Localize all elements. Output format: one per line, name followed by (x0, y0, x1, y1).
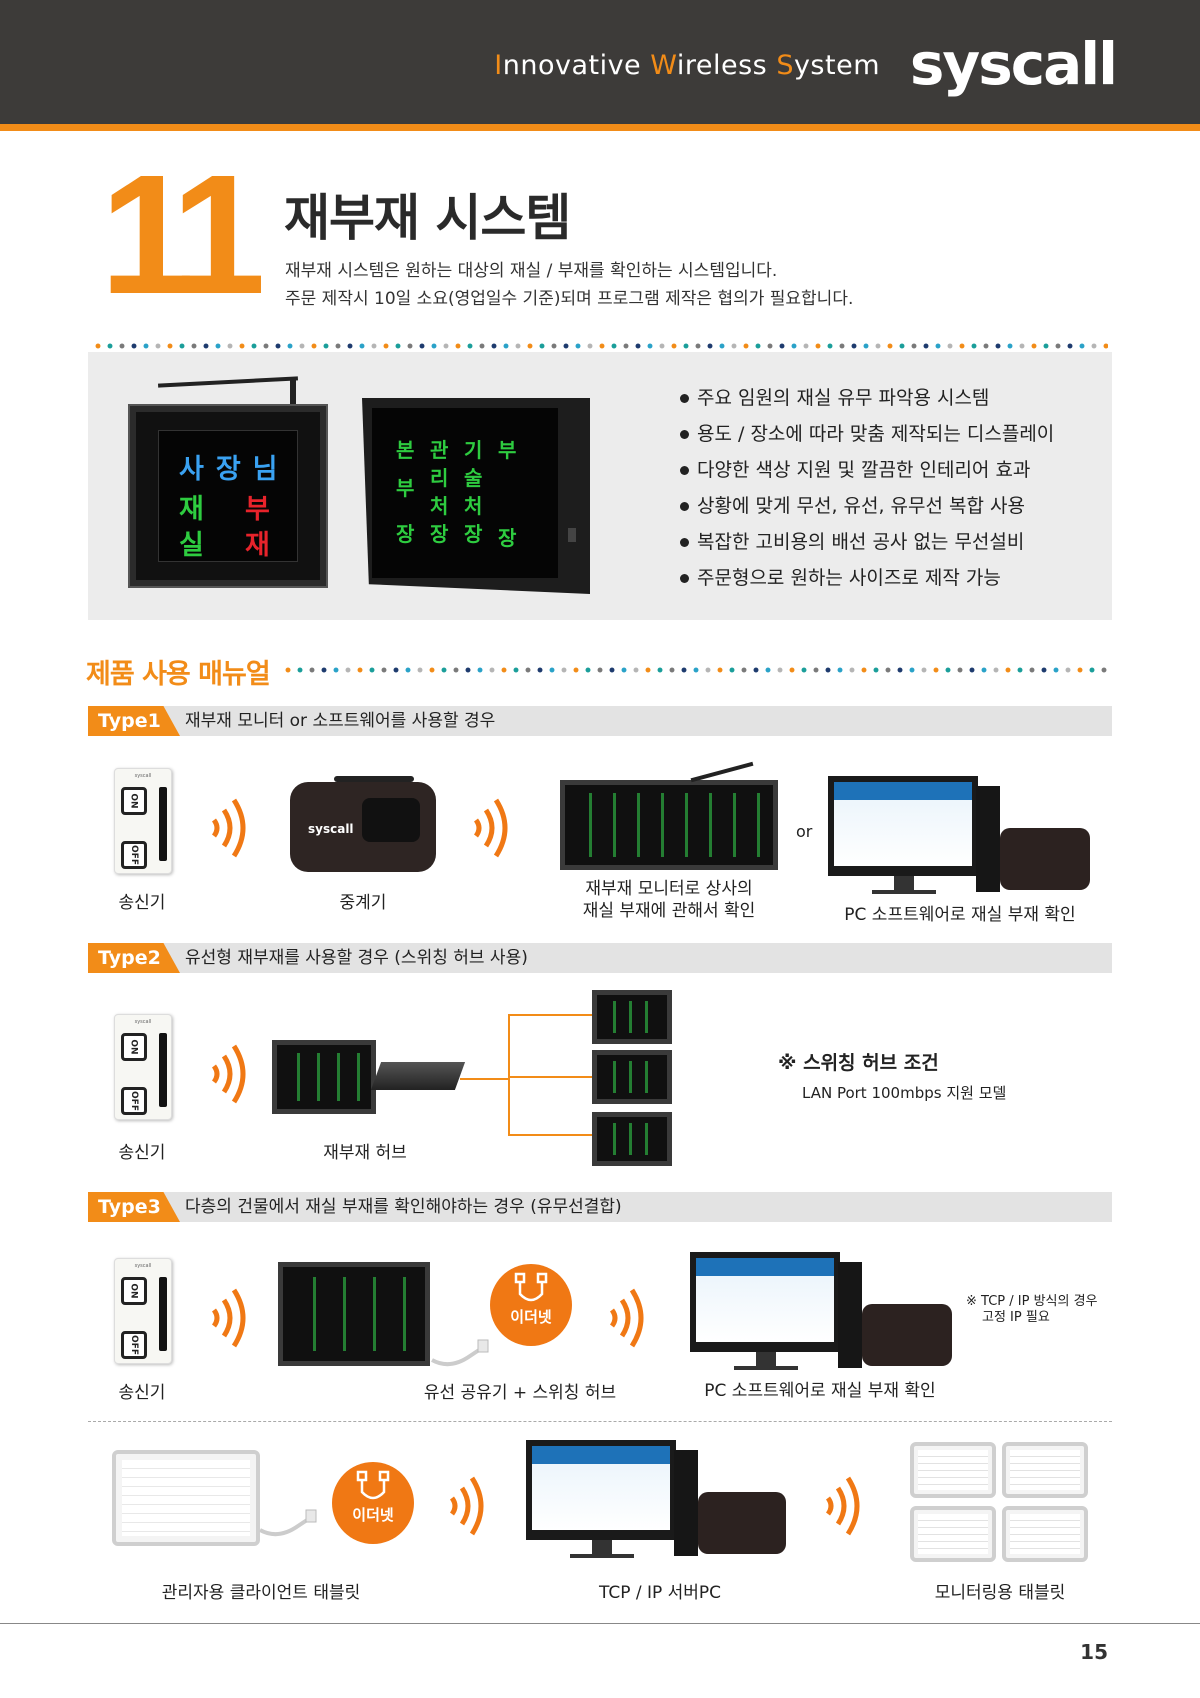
type1-bar: Type1 재부재 모니터 or 소프트웨어를 사용할 경우 (88, 706, 1112, 736)
caption-pc-software: PC 소프트웨어로 재실 부재 확인 (704, 1381, 936, 1401)
relay-device-small (1000, 828, 1090, 890)
pc-monitor (690, 1252, 840, 1352)
type2-description: 유선형 재부재를 사용할 경우 (스위칭 허브 사용) (185, 948, 528, 968)
on-button: ON (121, 1277, 147, 1305)
wireless-signal-icon (825, 1476, 860, 1536)
monitoring-tablet (1002, 1506, 1088, 1562)
feature-item: 다양한 색상 지원 및 깔끔한 인테리어 효과 (680, 452, 1054, 488)
transmitter-remote: syscall ON OFF (114, 1258, 172, 1364)
off-button: OFF (121, 1331, 147, 1359)
hub-condition-title: ※ 스위칭 허브 조건 (778, 1052, 939, 1074)
page-number: 15 (1080, 1640, 1108, 1664)
ethernet-icon (514, 1272, 548, 1302)
status-display (592, 1112, 672, 1166)
caption-server-pc: TCP / IP 서버PC (598, 1583, 722, 1603)
status-display-device: 사장님 재 부 실 재 (130, 406, 326, 586)
pc-monitor (828, 776, 978, 876)
antenna-base (290, 380, 296, 410)
type3-tag: Type3 (88, 1192, 180, 1222)
off-button: OFF (121, 841, 147, 869)
side-switch (568, 528, 576, 542)
dotted-divider (282, 666, 1108, 674)
off-button: OFF (121, 1087, 147, 1115)
section-description: 재부재 시스템은 원하는 대상의 재실 / 부재를 확인하는 시스템입니다. 주… (285, 261, 854, 309)
relay-antenna (334, 776, 414, 782)
type1-tag: Type1 (88, 706, 180, 736)
pc-tower (976, 786, 1000, 892)
status-display (592, 990, 672, 1044)
type2-bar: Type2 유선형 재부재를 사용할 경우 (스위칭 허브 사용) (88, 943, 1112, 973)
header-bar (0, 0, 1200, 124)
ethernet-badge: 이더넷 (332, 1462, 414, 1544)
feature-item: 상황에 맞게 무선, 유선, 유무선 복합 사용 (680, 488, 1054, 524)
switching-hub (370, 1062, 466, 1090)
caption-pc-software: PC 소프트웨어로 재실 부재 확인 (844, 905, 1076, 925)
on-button: ON (121, 1033, 147, 1061)
caption-wired-router: 유선 공유기 + 스위칭 허브 (423, 1383, 617, 1403)
dashed-separator (88, 1421, 1112, 1422)
status-monitor-panel (560, 780, 778, 870)
wireless-signal-icon (211, 798, 246, 858)
status-display (592, 1050, 672, 1104)
pc-tower (674, 1450, 698, 1556)
caption-relay: 중계기 (339, 893, 387, 913)
type3-description: 다층의 건물에서 재실 부재를 확인해야하는 경우 (유무선결합) (185, 1197, 622, 1217)
caption-monitor: 재부재 모니터로 상사의 재실 부재에 관해서 확인 (582, 879, 756, 921)
caption-hub: 재부재 허브 (323, 1143, 407, 1163)
feature-item: 주문형으로 원하는 사이즈로 제작 가능 (680, 560, 1054, 596)
feature-list: 주요 임원의 재실 유무 파악용 시스템 용도 / 장소에 따라 맞춤 제작되는… (680, 380, 1054, 596)
footer-line (0, 1623, 1200, 1624)
type3-bar: Type3 다층의 건물에서 재실 부재를 확인해야하는 경우 (유무선결합) (88, 1192, 1112, 1222)
monitoring-tablet (1002, 1442, 1088, 1498)
multi-status-display-device: 본 부 장 관 리 처 장 기 술 처 장 부 장 (362, 398, 590, 594)
relay-device-small (862, 1304, 952, 1366)
monitor-stand (894, 876, 914, 890)
wireless-signal-icon (211, 1288, 246, 1348)
caption-transmitter: 송신기 (118, 893, 166, 913)
ethernet-badge: 이더넷 (490, 1264, 572, 1346)
monitoring-tablet (910, 1442, 996, 1498)
server-pc-monitor (526, 1440, 676, 1540)
section-title: 재부재 시스템 (284, 189, 571, 247)
transmitter-remote: syscall ON OFF (114, 768, 172, 874)
wireless-signal-icon (609, 1288, 644, 1348)
monitoring-tablet (910, 1506, 996, 1562)
syscall-logo: syscall (909, 30, 1118, 98)
ethernet-icon (356, 1470, 390, 1500)
tagline: Innovative Wireless System (494, 50, 880, 81)
admin-client-tablet (112, 1450, 260, 1546)
type2-tag: Type2 (88, 943, 180, 973)
wireless-signal-icon (211, 1044, 246, 1104)
status-monitor-panel (278, 1262, 430, 1366)
type1-description: 재부재 모니터 or 소프트웨어를 사용할 경우 (185, 711, 496, 731)
pc-tower (838, 1262, 862, 1368)
relay-device-small (698, 1492, 786, 1554)
or-label: or (796, 822, 813, 841)
wireless-signal-icon (473, 798, 508, 858)
section-number: 11 (100, 140, 266, 330)
on-button: ON (121, 787, 147, 815)
transmitter-remote: syscall ON OFF (114, 1014, 172, 1120)
tcp-ip-note: ※ TCP / IP 방식의 경우 고정 IP 필요 (966, 1294, 1098, 1325)
dotted-divider (92, 342, 1108, 350)
lan-cable (431, 1339, 489, 1367)
caption-monitoring-tablet: 모니터링용 태블릿 (934, 1583, 1066, 1603)
feature-item: 주요 임원의 재실 유무 파악용 시스템 (680, 380, 1054, 416)
manual-title: 제품 사용 매뉴얼 (86, 659, 271, 690)
feature-item: 복잡한 고비용의 배선 공사 없는 무선설비 (680, 524, 1054, 560)
lan-cable (259, 1509, 317, 1537)
status-display-hub (272, 1040, 376, 1114)
caption-admin-tablet: 관리자용 클라이언트 태블릿 (161, 1583, 361, 1603)
caption-transmitter: 송신기 (118, 1383, 166, 1403)
header-accent-line (0, 124, 1200, 131)
hub-condition-text: LAN Port 100mbps 지원 모델 (802, 1084, 1007, 1102)
caption-transmitter: 송신기 (118, 1143, 166, 1163)
wireless-signal-icon (449, 1476, 484, 1536)
feature-item: 용도 / 장소에 따라 맞춤 제작되는 디스플레이 (680, 416, 1054, 452)
relay-device: syscall (290, 782, 436, 872)
